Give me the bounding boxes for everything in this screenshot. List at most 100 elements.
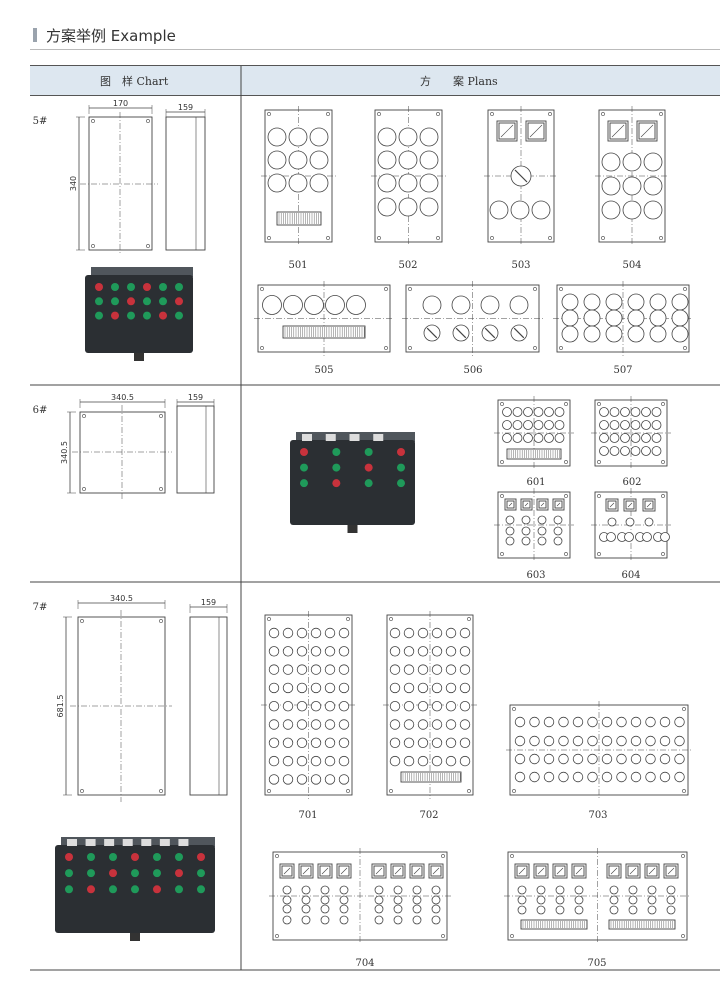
button-circle <box>377 127 397 147</box>
mount-hole <box>512 789 516 793</box>
button-circle <box>459 755 471 767</box>
enclosure-top <box>61 837 215 847</box>
button-circle <box>555 905 565 915</box>
mount-hole <box>597 494 601 498</box>
header-plans: 方 案 Plans <box>420 75 498 88</box>
button-circle <box>417 755 429 767</box>
button-circle <box>283 295 303 315</box>
button-circle <box>544 420 554 430</box>
button-circle <box>630 771 642 783</box>
button-circle <box>607 517 617 527</box>
button-circle <box>533 433 544 443</box>
mount-hole <box>597 460 601 464</box>
button-circle <box>645 716 656 728</box>
button-circle <box>389 737 401 749</box>
button-circle <box>651 433 662 443</box>
line <box>514 169 528 183</box>
button-circle <box>403 719 415 730</box>
button-circle <box>505 526 515 536</box>
plan-label: 601 <box>526 477 545 488</box>
button-circle <box>536 895 546 905</box>
button-circle <box>609 407 620 417</box>
button-circle <box>505 536 515 546</box>
button-circle <box>659 716 671 728</box>
button-circle <box>412 885 422 895</box>
mount-hole <box>510 854 514 858</box>
button-circle <box>647 905 657 915</box>
button-circle <box>555 895 565 905</box>
button-circle <box>288 127 308 147</box>
button-circle <box>641 446 651 456</box>
button-circle <box>583 309 601 327</box>
button-circle <box>268 701 280 712</box>
plan-label: 501 <box>288 260 307 271</box>
button-circle <box>616 753 627 765</box>
button-circle <box>445 682 457 694</box>
line <box>556 502 561 507</box>
indicator-button <box>197 869 205 878</box>
button-circle <box>288 173 308 193</box>
indicator-button <box>65 853 73 861</box>
plan-label: 505 <box>314 365 333 376</box>
button-circle <box>521 526 531 536</box>
row-label: 5# <box>33 116 48 127</box>
button-circle <box>282 664 294 675</box>
button-circle <box>339 915 349 925</box>
indicator-button <box>87 869 95 878</box>
button-circle <box>641 407 651 417</box>
button-circle <box>320 885 330 895</box>
button-circle <box>417 646 429 657</box>
indicator-button <box>143 283 151 291</box>
mount-hole <box>267 112 271 116</box>
button-circle <box>377 150 397 170</box>
row-label: 7# <box>33 602 48 613</box>
mount-hole <box>467 789 471 793</box>
button-circle <box>620 407 630 417</box>
line <box>529 124 543 138</box>
button-circle <box>616 716 627 728</box>
button-circle <box>599 407 609 417</box>
button-circle <box>553 536 563 546</box>
mount-hole <box>408 346 412 350</box>
button-circle <box>509 295 529 315</box>
button-circle <box>649 325 667 343</box>
meter-window <box>67 839 77 846</box>
button-circle <box>422 295 442 315</box>
plan-label: 604 <box>621 570 640 581</box>
line <box>375 867 383 875</box>
button-circle <box>267 127 287 147</box>
button-circle <box>620 433 630 443</box>
button-circle <box>624 532 634 542</box>
plan-label: 704 <box>355 958 374 969</box>
button-circle <box>310 664 322 675</box>
indicator-button <box>131 869 139 878</box>
mount-hole <box>384 287 388 291</box>
button-circle <box>268 682 280 694</box>
indicator-button <box>397 479 405 488</box>
mount-hole <box>91 244 95 248</box>
button-circle <box>445 719 457 730</box>
line <box>394 867 402 875</box>
line <box>302 867 310 875</box>
button-circle <box>268 664 280 675</box>
mount-hole <box>267 789 271 793</box>
line <box>667 867 675 875</box>
button-circle <box>403 682 415 694</box>
button-circle <box>666 885 676 895</box>
button-circle <box>338 627 350 639</box>
cable-gland <box>130 933 140 941</box>
button-circle <box>282 755 294 767</box>
dimension-label: 159 <box>178 103 193 112</box>
mount-hole <box>80 789 84 793</box>
mount-hole <box>377 112 381 116</box>
button-circle <box>431 627 443 639</box>
indicator-button <box>153 885 161 894</box>
button-circle <box>671 325 689 343</box>
indicator-button <box>111 311 119 320</box>
indicator-button <box>111 283 119 291</box>
button-circle <box>523 407 533 417</box>
button-circle <box>651 420 662 430</box>
nameplate-grille <box>400 771 462 783</box>
button-circle <box>609 905 619 915</box>
button-circle <box>553 526 563 536</box>
